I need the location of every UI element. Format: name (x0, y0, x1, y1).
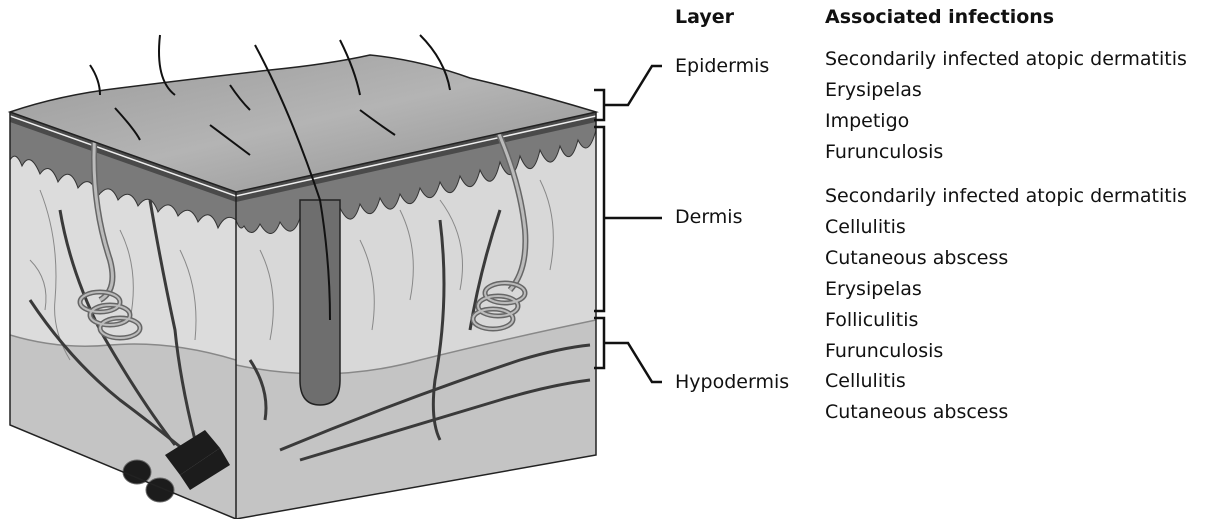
infection-item: Cutaneous abscess (825, 243, 1187, 274)
hair-follicle (300, 200, 340, 405)
infection-item: Erysipelas (825, 274, 1187, 305)
infection-item: Impetigo (825, 106, 1187, 137)
infection-item: Folliculitis (825, 305, 1187, 336)
layer-epidermis: Epidermis (675, 55, 769, 77)
infection-item: Furunculosis (825, 137, 1187, 168)
infection-item: Cellulitis (825, 212, 1187, 243)
infection-item: Erysipelas (825, 75, 1187, 106)
layer-hypodermis: Hypodermis (675, 371, 789, 393)
infection-item: Secondarily infected atopic dermatitis (825, 181, 1187, 212)
hypodermis-region-left (10, 335, 236, 519)
layer-dermis: Dermis (675, 206, 742, 228)
infection-item: Secondarily infected atopic dermatitis (825, 44, 1187, 75)
infections-column-header: Associated infections (825, 6, 1054, 28)
layer-brackets (594, 66, 662, 382)
infection-item: Furunculosis (825, 336, 1187, 367)
dermis-infection-list: Secondarily infected atopic dermatitis C… (825, 181, 1187, 367)
layer-column-header: Layer (675, 6, 734, 28)
infection-item: Cutaneous abscess (825, 397, 1008, 428)
epidermis-infection-list: Secondarily infected atopic dermatitis E… (825, 44, 1187, 168)
hypodermis-infection-list: Cellulitis Cutaneous abscess (825, 366, 1008, 428)
infection-item: Cellulitis (825, 366, 1008, 397)
